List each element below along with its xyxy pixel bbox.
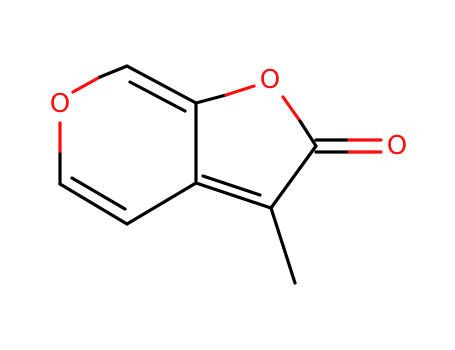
atom-label-o-pyran: O [50,89,70,119]
bond-c2-c3 [269,144,318,210]
bond-ctop-c7a-inner [128,80,187,113]
atom-label-o-furan: O [260,65,280,95]
bond-o-pyran-c-top-red [71,75,102,94]
bond-c7a-ofuran-black [194,93,228,105]
bond-c7a-ofuran-red [224,84,256,97]
atom-label-o-carbonyl: O [387,131,407,161]
bonds-group [58,64,383,285]
bond-ofuran-c2-black [298,119,318,148]
bond-o-pyran-c-top-black [98,64,129,79]
bond-cbl-cbottom-inner [70,176,127,211]
atom-labels-group: O O O [50,65,407,161]
bond-ofuran-c2-red [281,95,302,123]
bond-c3-methyl [269,206,297,285]
bond-cbl-cbottom [58,182,129,226]
bond-c3-c3a [194,181,273,210]
bond-cbottom-c3a [125,181,198,226]
bond-ctop-c7a [125,64,198,105]
bond-c3-c3a-inner [201,174,262,197]
